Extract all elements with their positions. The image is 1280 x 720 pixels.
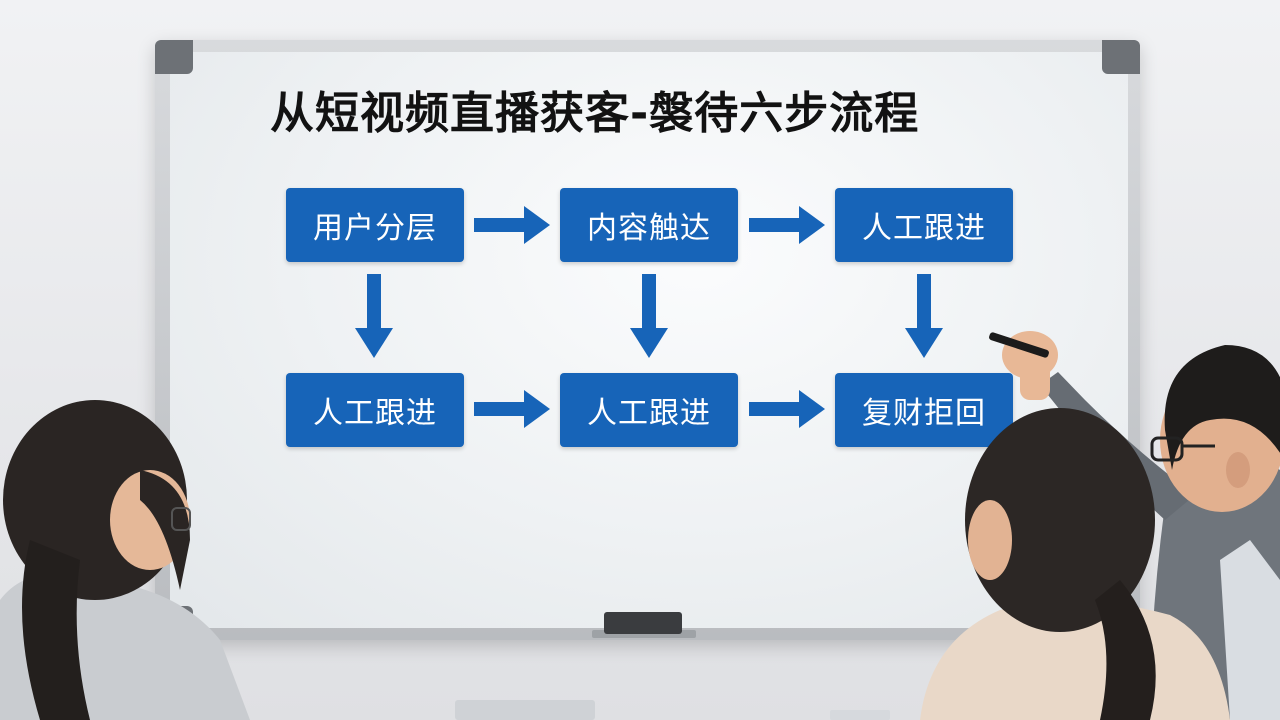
whiteboard-corner-top-left: [155, 40, 193, 74]
eraser: [604, 612, 682, 634]
flow-node-final-step: 复财拒回: [835, 373, 1013, 447]
flow-node-manual-followup-left: 人工跟进: [286, 373, 464, 447]
whiteboard-corner-bottom-left: [155, 606, 193, 640]
flow-node-manual-followup-middle: 人工跟进: [560, 373, 738, 447]
flow-node-content-reach: 内容触达: [560, 188, 738, 262]
flow-node-user-segmentation: 用户分层: [286, 188, 464, 262]
diagram-title: 从短视频直播获客-褩待六步流程: [270, 88, 920, 139]
marker-tray: [592, 630, 696, 638]
whiteboard-corner-bottom-right: [1102, 606, 1140, 640]
whiteboard-corner-top-right: [1102, 40, 1140, 74]
laptop-edge: [455, 700, 595, 720]
flow-node-manual-followup-top: 人工跟进: [835, 188, 1013, 262]
laptop-edge-2: [830, 710, 890, 720]
